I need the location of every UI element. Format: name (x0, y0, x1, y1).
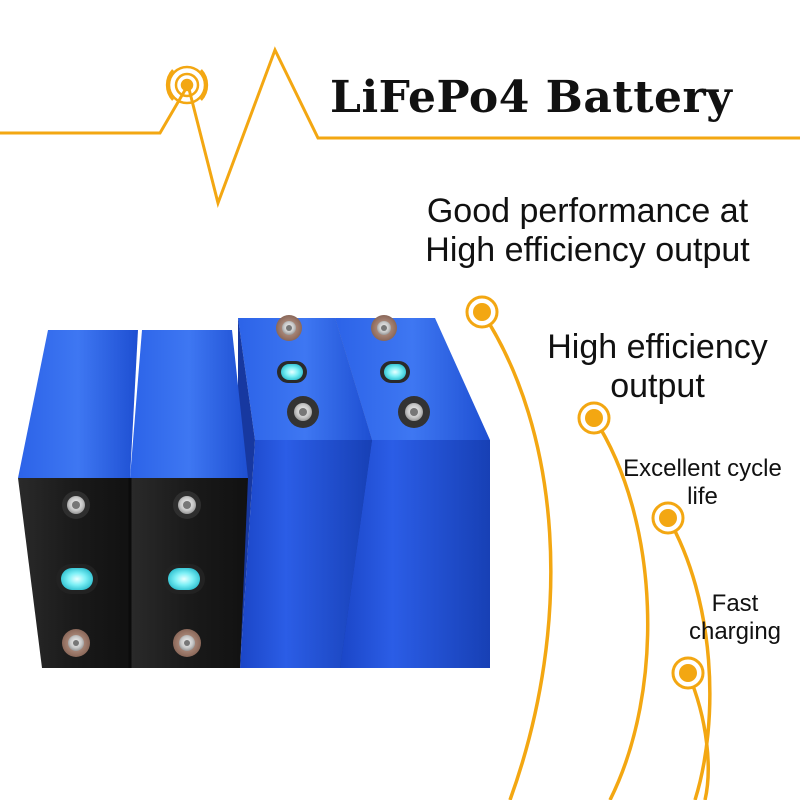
feature-line: Good performance at (426, 192, 749, 230)
feature-line: Fast (711, 590, 759, 617)
feature-line: High efficiency (547, 328, 768, 366)
feature-line: Excellent cycle (623, 455, 782, 482)
feature-line: High efficiency output (425, 231, 750, 270)
feature-arcs (480, 311, 712, 800)
feature-performance: Good performance at High efficiency outp… (380, 192, 795, 270)
feature-efficiency: High efficiency output (520, 328, 795, 406)
feature-line: output (610, 367, 705, 406)
page-title: LiFePo4 Battery (330, 72, 733, 123)
pulse-line-decoration (0, 46, 800, 209)
feature-cycle-life: Excellent cycle life (605, 455, 800, 510)
signal-icon (165, 65, 209, 105)
safety-vent-icon (277, 361, 410, 383)
bullet-marker-2 (577, 401, 611, 435)
bullet-marker-1 (465, 295, 499, 329)
bullet-marker-4 (671, 656, 705, 690)
terminal-bolt-icon (276, 315, 430, 428)
bullet-marker-3 (651, 501, 685, 535)
terminal-bolt-icon (62, 491, 201, 657)
feature-line: life (687, 482, 718, 510)
feature-fast-charging: Fast charging (670, 590, 800, 645)
feature-line: charging (688, 617, 782, 645)
safety-vent-icon (56, 564, 205, 594)
